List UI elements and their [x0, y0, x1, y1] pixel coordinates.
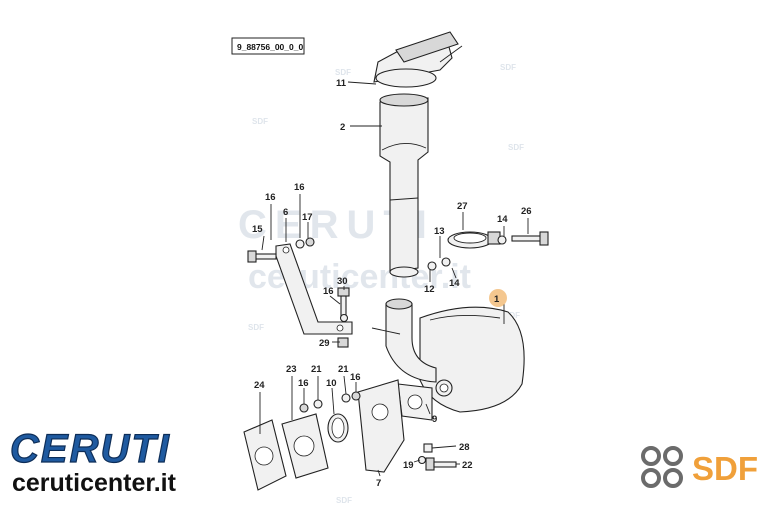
small-watermark: SDF [500, 63, 516, 72]
label-17: 17 [302, 212, 313, 223]
gasket-part-9 [397, 383, 433, 421]
label-6: 6 [283, 207, 288, 218]
washer-part-16 [295, 239, 305, 249]
label-23: 23 [286, 364, 297, 375]
nut-part-28 [423, 443, 433, 453]
leader-lines [259, 81, 529, 477]
label-16-low: 16 [298, 378, 309, 389]
label-28: 28 [459, 442, 470, 453]
washer-part-13 [441, 257, 451, 267]
small-watermark: SDF [252, 117, 268, 126]
label-16-mid: 16 [323, 286, 334, 297]
washer-part-21 [341, 393, 351, 403]
label-21-right: 21 [338, 364, 349, 375]
washer-part-14 [497, 235, 507, 245]
label-21-left: 21 [311, 364, 322, 375]
rain-cap-part-11 [373, 31, 463, 88]
sdf-knot-icon [641, 446, 683, 488]
diagram-code-box [231, 37, 305, 55]
label-22: 22 [462, 460, 473, 471]
washer-part-19 [417, 455, 427, 465]
clamp-part-27 [447, 231, 501, 249]
muffler-part-1 [371, 298, 525, 413]
label-14-top: 14 [497, 214, 508, 225]
mounting-plate-part-7 [357, 379, 405, 473]
exhaust-pipe-part-2 [379, 93, 429, 278]
nut-part-16 [351, 391, 361, 401]
bolt-part-26 [511, 231, 549, 246]
label-29: 29 [319, 338, 330, 349]
nut-part-16 [299, 403, 309, 413]
gasket-part-24 [243, 419, 287, 491]
label-11: 11 [336, 78, 347, 89]
label-16-top: 16 [294, 182, 305, 193]
label-2: 2 [340, 122, 345, 133]
seal-ring-inner [331, 417, 345, 439]
label-1: 1 [494, 294, 500, 305]
label-13: 13 [434, 226, 445, 237]
sdf-logo: SDF [641, 446, 758, 488]
ceruti-logo: CERUTI ceruticenter.it [9, 426, 177, 497]
nut-part-12 [427, 261, 437, 271]
label-16-right: 16 [350, 372, 361, 383]
diagram-code: 9_88756_00_0_0 [237, 42, 303, 52]
label-7: 7 [376, 478, 381, 489]
washer-part-21 [313, 399, 323, 409]
bolt-part-30 [337, 287, 350, 319]
label-10: 10 [326, 378, 337, 389]
label-12: 12 [424, 284, 435, 295]
washer-part-16 [339, 313, 349, 323]
nut-part-29 [337, 337, 349, 348]
nut-part-17 [305, 237, 315, 247]
part-labels: 11 2 1 27 14 26 13 12 14 16 16 6 17 15 3… [252, 78, 532, 489]
bolt-part-15 [247, 250, 277, 263]
label-15: 15 [252, 224, 263, 235]
small-watermark: SDF [248, 323, 264, 332]
highlight-marker [489, 289, 507, 307]
small-watermark: SDF [336, 496, 352, 505]
label-14: 14 [449, 278, 460, 289]
bracket-part-6 [275, 243, 353, 335]
label-27: 27 [457, 201, 468, 212]
small-watermark: SDF [335, 68, 351, 77]
label-16-left: 16 [265, 192, 276, 203]
label-9: 9 [432, 414, 437, 425]
label-26: 26 [521, 206, 532, 217]
bolt-part-22 [425, 457, 457, 471]
label-30: 30 [337, 276, 348, 287]
ceruti-logo-url: ceruticenter.it [12, 469, 177, 497]
small-watermark: SDF [508, 143, 524, 152]
sdf-logo-text: SDF [692, 450, 758, 487]
flange-part-23 [281, 413, 329, 479]
ceruti-logo-brand: CERUTI [10, 427, 171, 471]
label-19: 19 [403, 460, 414, 471]
label-24: 24 [254, 380, 265, 391]
